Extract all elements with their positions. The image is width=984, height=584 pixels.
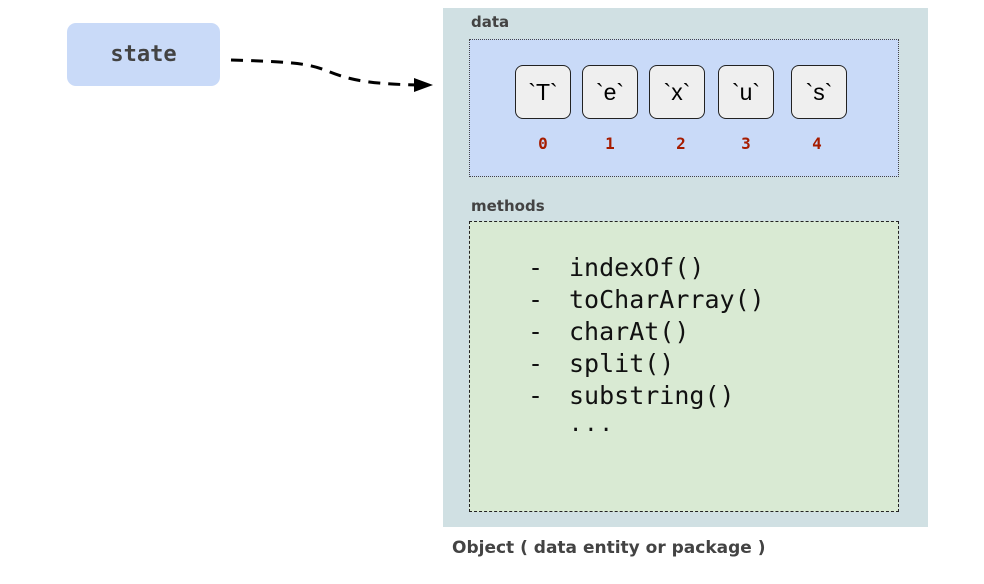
method-name: split() (569, 349, 675, 378)
methods-section-label: methods (471, 197, 545, 215)
object-caption: Object ( data entity or package ) (452, 538, 766, 558)
char-value: `s` (805, 78, 833, 105)
char-value: `T` (528, 78, 558, 105)
index-label: 4 (812, 134, 822, 153)
bullet-dash: - (528, 285, 544, 314)
char-value: `e` (595, 78, 625, 105)
bullet-dash: - (528, 381, 544, 410)
index-label: 3 (741, 134, 751, 153)
char-cell: `T` (515, 65, 571, 119)
char-cell: `e` (582, 65, 638, 119)
index-label: 0 (538, 134, 548, 153)
index-label: 1 (605, 134, 615, 153)
method-name: substring() (569, 381, 735, 410)
state-node: state (67, 23, 220, 86)
method-name: toCharArray() (569, 285, 765, 314)
char-cell: `u` (718, 65, 774, 119)
char-value: `u` (731, 78, 761, 105)
char-value: `x` (663, 78, 691, 105)
method-item: -substring() (528, 380, 765, 412)
method-item: -charAt() (528, 316, 765, 348)
arrow-path (230, 58, 419, 87)
bullet-dash: - (528, 349, 544, 378)
state-label: state (110, 42, 177, 67)
char-cell: `x` (649, 65, 705, 119)
arrowhead-icon (414, 78, 433, 92)
methods-list: -indexOf() -toCharArray() -charAt() -spl… (528, 252, 765, 412)
method-item: -split() (528, 348, 765, 380)
methods-ellipsis: ... (569, 412, 615, 437)
data-section-label: data (471, 13, 510, 31)
bullet-dash: - (528, 317, 544, 346)
method-name: indexOf() (569, 253, 705, 282)
method-item: -toCharArray() (528, 284, 765, 316)
method-item: -indexOf() (528, 252, 765, 284)
bullet-dash: - (528, 253, 544, 282)
index-label: 2 (676, 134, 686, 153)
method-name: charAt() (569, 317, 690, 346)
methods-box (469, 221, 899, 512)
char-cell: `s` (791, 65, 847, 119)
